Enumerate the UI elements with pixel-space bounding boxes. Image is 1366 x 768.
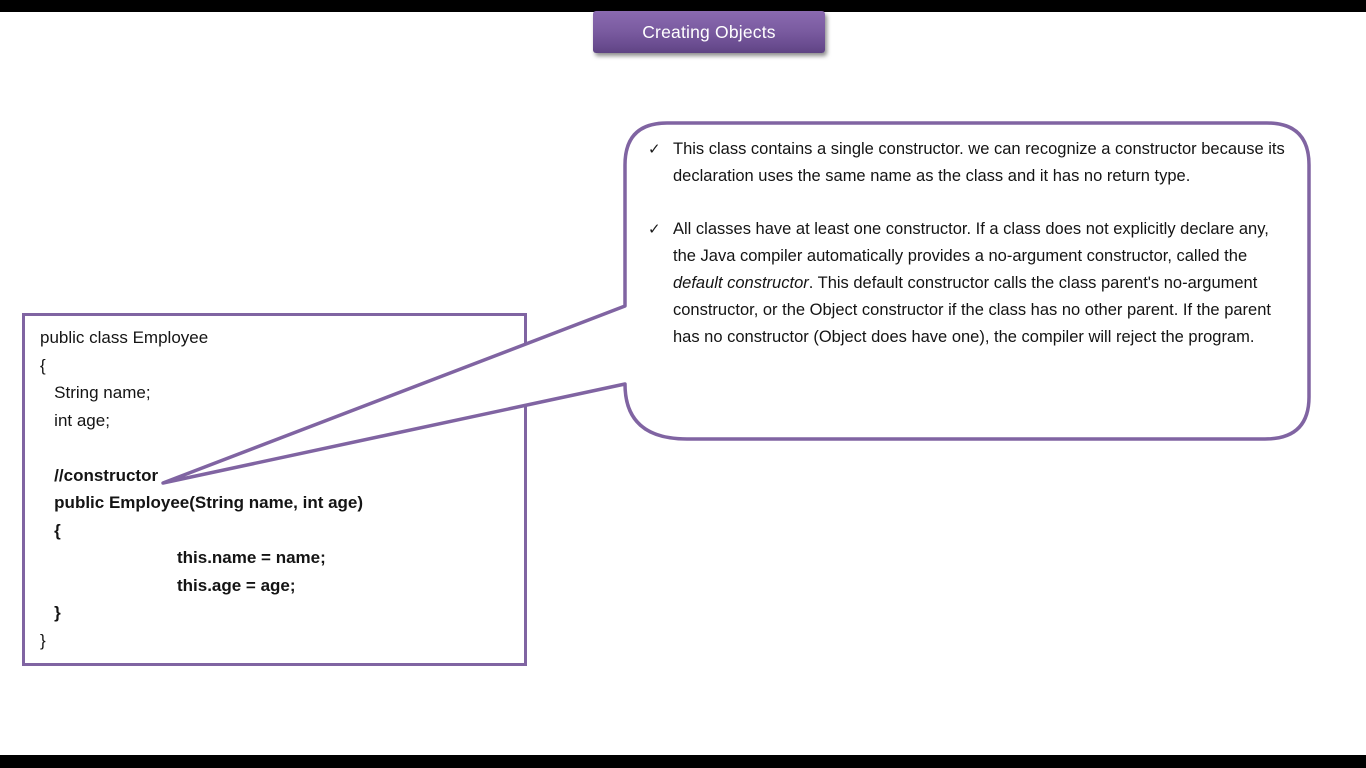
code-box: public class Employee { String name; int… — [22, 313, 527, 666]
letterbox-bottom-bar — [0, 755, 1366, 768]
callout-bullet: ✓ This class contains a single construct… — [648, 136, 1296, 190]
callout-text-area: ✓ This class contains a single construct… — [648, 136, 1296, 351]
code-line: int age; — [40, 410, 110, 430]
code-line: public Employee(String name, int age) — [40, 493, 364, 512]
callout-bullet: ✓ All classes have at least one construc… — [648, 216, 1296, 351]
code-line: this.age = age; — [40, 575, 296, 595]
code-line: } — [40, 630, 46, 650]
checkmark-icon: ✓ — [648, 221, 661, 238]
code-line: this.name = name; — [40, 548, 326, 567]
bullet2-text-pre: All classes have at least one constructo… — [673, 220, 1269, 265]
code-line — [40, 434, 524, 462]
bullet2-text-post: . This default constructor calls the cla… — [673, 274, 1271, 346]
letterbox-top-bar — [0, 0, 1366, 12]
code-line: public class Employee — [40, 328, 209, 347]
checkmark-icon: ✓ — [648, 141, 661, 158]
code-line: //constructor — [40, 465, 159, 485]
code-line: } — [40, 603, 61, 622]
code-line: { — [40, 355, 46, 375]
code-line: String name; — [40, 383, 151, 402]
bullet1-text: This class contains a single constructor… — [673, 140, 1285, 185]
title-banner: Creating Objects — [593, 11, 825, 53]
code-line: { — [40, 520, 61, 540]
bullet2-text-italic: default constructor — [673, 274, 809, 292]
slide-title: Creating Objects — [642, 21, 776, 42]
